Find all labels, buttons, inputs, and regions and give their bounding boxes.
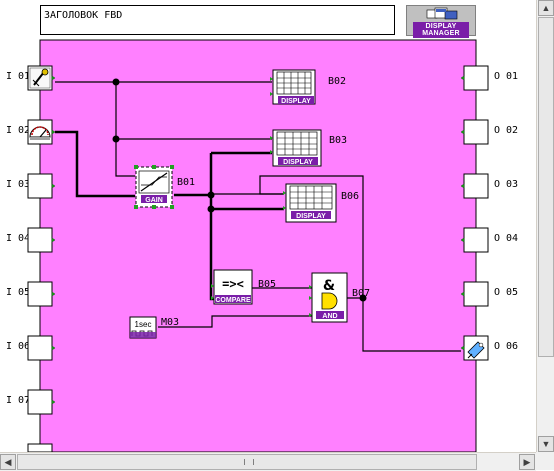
input-terminal-partial — [27, 443, 53, 453]
key-switch-icon — [29, 67, 51, 89]
output-label: O 06 — [494, 341, 518, 352]
fbd-title-box[interactable]: ЗАГОЛОВОК FBD — [40, 5, 395, 35]
scroll-corner — [536, 452, 554, 470]
output-label: O 03 — [494, 179, 518, 190]
scroll-down-button[interactable]: ▼ — [538, 436, 554, 452]
and-block-b07[interactable]: & AND B07 — [309, 272, 370, 323]
input-terminal-i07[interactable]: I 07 — [6, 389, 56, 415]
input-label: I 02 — [6, 125, 30, 136]
output-terminal-o06[interactable]: O 06 — [460, 335, 518, 361]
block-id: M03 — [161, 317, 179, 328]
output-label: O 02 — [494, 125, 518, 136]
and-symbol: & — [323, 278, 335, 294]
display-block-b02[interactable]: DISPLAY B02 — [270, 69, 346, 105]
input-terminal-i06[interactable]: I 06 — [6, 335, 56, 361]
vertical-scrollbar[interactable]: ▲ ▼ — [536, 0, 554, 452]
gauge-icon — [29, 126, 51, 140]
horizontal-scrollbar[interactable]: ◀ ▶ — [0, 452, 536, 471]
wire-junctions — [112, 78, 367, 302]
block-id: B02 — [328, 76, 346, 87]
fbd-title: ЗАГОЛОВОК FBD — [44, 10, 123, 21]
output-label: O 05 — [494, 287, 518, 298]
output-terminal-o03[interactable]: O 03 — [460, 173, 518, 199]
display-manager-button[interactable]: DISPLAY MANAGER — [406, 5, 476, 38]
clock-block-m03[interactable]: 1sec M03 — [129, 316, 179, 339]
display-manager-icon — [426, 7, 458, 20]
block-id: B07 — [352, 288, 370, 299]
scroll-left-button[interactable]: ◀ — [0, 454, 16, 470]
lamp-icon — [467, 341, 485, 359]
block-type-label: GAIN — [145, 197, 163, 204]
block-type-label: DISPLAY — [296, 213, 326, 220]
scroll-right-button[interactable]: ▶ — [519, 454, 535, 470]
block-id: B03 — [329, 135, 347, 146]
display-block-b03[interactable]: DISPLAY B03 — [270, 129, 347, 167]
scroll-up-button[interactable]: ▲ — [538, 0, 554, 16]
input-label: I 07 — [6, 395, 30, 406]
input-label: I 06 — [6, 341, 30, 352]
block-type-label: DISPLAY — [281, 98, 311, 105]
input-label: I 03 — [6, 179, 30, 190]
input-terminal-i05[interactable]: I 05 — [6, 281, 56, 307]
fbd-canvas[interactable] — [39, 39, 477, 453]
display-manager-line1: DISPLAY — [425, 23, 457, 30]
block-id: B01 — [177, 177, 195, 188]
grip-icon — [244, 459, 254, 465]
input-terminals: I 01 I 02 I 03 — [6, 65, 56, 453]
block-type-label: AND — [322, 313, 337, 320]
display-manager-label: DISPLAY MANAGER — [413, 22, 469, 38]
output-terminal-o02[interactable]: O 02 — [460, 119, 518, 145]
block-id: B06 — [341, 191, 359, 202]
display-manager-line2: MANAGER — [422, 30, 460, 37]
display-block-b06[interactable]: DISPLAY B06 — [283, 183, 359, 223]
input-terminal-i02[interactable]: I 02 — [6, 119, 56, 145]
compare-symbol: =>< — [222, 277, 244, 291]
input-label: I 04 — [6, 233, 30, 244]
wires — [55, 81, 461, 352]
gain-block-b01[interactable]: GAIN B01 — [134, 165, 195, 209]
input-label: I 01 — [6, 71, 30, 82]
output-terminal-o04[interactable]: O 04 — [460, 227, 518, 253]
block-type-label: DISPLAY — [283, 159, 313, 166]
horizontal-scroll-thumb[interactable] — [17, 454, 477, 470]
input-terminal-i01[interactable]: I 01 — [6, 65, 56, 91]
block-id: B05 — [258, 279, 276, 290]
clock-label: 1sec — [135, 320, 152, 329]
output-label: O 04 — [494, 233, 518, 244]
output-label: O 01 — [494, 71, 518, 82]
input-label: I 05 — [6, 287, 30, 298]
compare-block-b05[interactable]: =>< COMPARE B05 — [211, 269, 276, 305]
output-terminal-o05[interactable]: O 05 — [460, 281, 518, 307]
output-terminals: O 01 O 02 O 03 O 04 O 05 — [460, 65, 518, 361]
input-terminal-i03[interactable]: I 03 — [6, 173, 56, 199]
vertical-scroll-thumb[interactable] — [538, 17, 554, 357]
block-type-label: COMPARE — [215, 297, 251, 304]
input-terminal-i04[interactable]: I 04 — [6, 227, 56, 253]
output-terminal-o01[interactable]: O 01 — [460, 65, 518, 91]
